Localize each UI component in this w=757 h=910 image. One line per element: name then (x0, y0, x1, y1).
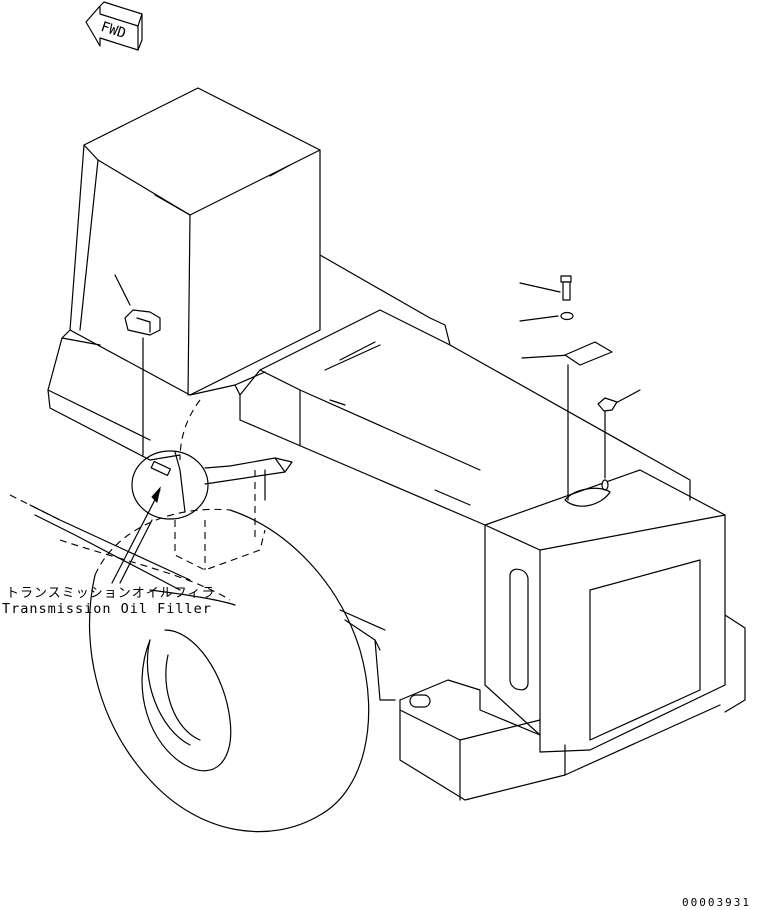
fwd-label: FWD (99, 19, 128, 42)
drawing-number: 00003931 (682, 896, 751, 909)
rear-frame (189, 254, 691, 526)
rear-wheel (88, 508, 396, 833)
cab (47, 87, 321, 461)
callout-label-japanese: トランスミッションオイルフィラ (6, 586, 216, 601)
rear-hood (484, 469, 746, 753)
exploded-parts (519, 275, 641, 507)
cab-decal-part (114, 274, 161, 456)
fwd-arrow-icon: FWD (85, 1, 143, 51)
rear-bumper (399, 679, 721, 801)
callout-label-english: Transmission Oil Filler (2, 601, 212, 617)
front-frame-lines (9, 494, 386, 631)
filler-detail (131, 450, 293, 520)
callout-leader (111, 486, 161, 584)
